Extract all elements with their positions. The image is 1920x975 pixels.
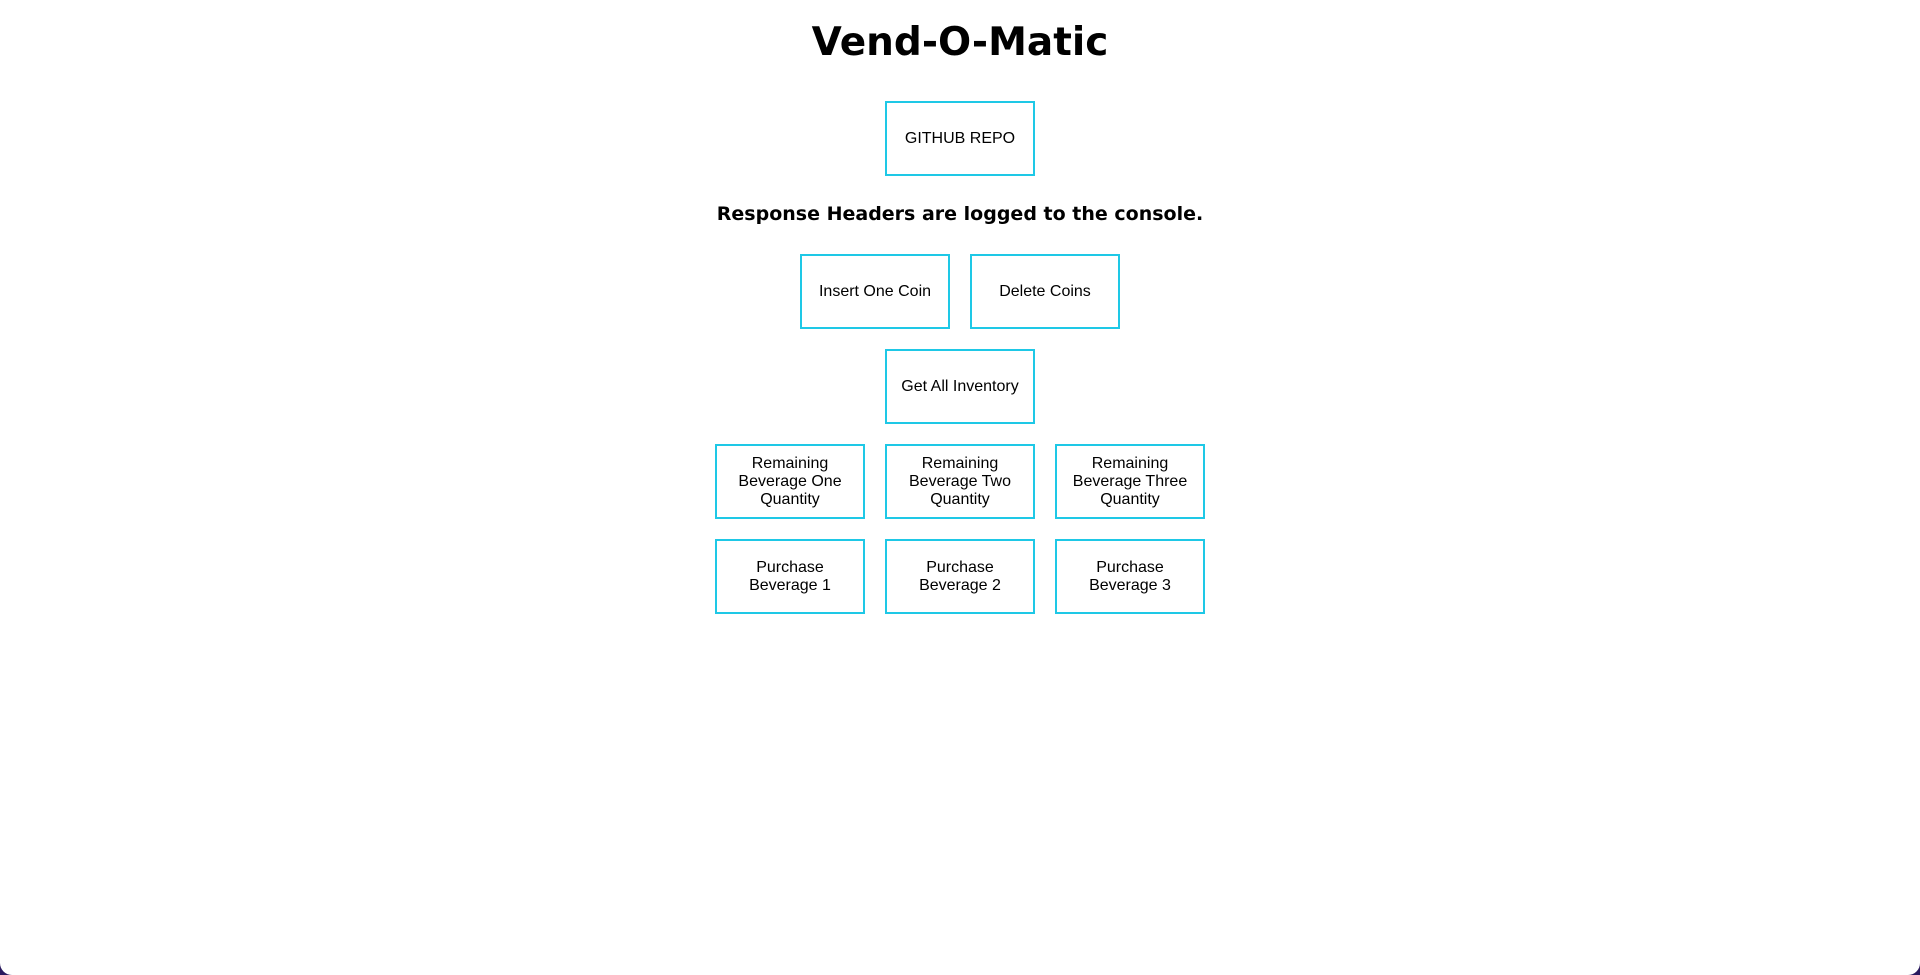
console-notice: Response Headers are logged to the conso… xyxy=(716,203,1204,225)
purchase-beverage-3-label: Purchase Beverage 3 xyxy=(1089,558,1171,594)
remaining-beverage-one-button[interactable]: Remaining Beverage One Quantity xyxy=(715,444,865,519)
remaining-beverage-three-label: Remaining Beverage Three Quantity xyxy=(1072,454,1188,508)
remaining-beverage-one-label: Remaining Beverage One Quantity xyxy=(738,454,842,508)
insert-coin-button[interactable]: Insert One Coin xyxy=(800,254,950,329)
remaining-beverage-two-button[interactable]: Remaining Beverage Two Quantity xyxy=(885,444,1035,519)
purchase-beverage-1-button[interactable]: Purchase Beverage 1 xyxy=(715,539,865,614)
remaining-beverage-two-label: Remaining Beverage Two Quantity xyxy=(909,454,1011,508)
get-all-inventory-label: Get All Inventory xyxy=(901,377,1019,395)
github-repo-button[interactable]: GITHUB REPO xyxy=(885,101,1035,176)
purchase-beverage-2-button[interactable]: Purchase Beverage 2 xyxy=(885,539,1035,614)
purchase-beverage-2-label: Purchase Beverage 2 xyxy=(919,558,1001,594)
github-repo-label: GITHUB REPO xyxy=(904,129,1016,147)
purchase-beverage-1-label: Purchase Beverage 1 xyxy=(749,558,831,594)
delete-coins-button[interactable]: Delete Coins xyxy=(970,254,1120,329)
insert-coin-label: Insert One Coin xyxy=(818,282,932,300)
page-title: Vend-O-Matic xyxy=(811,20,1109,65)
get-all-inventory-button[interactable]: Get All Inventory xyxy=(885,349,1035,424)
remaining-beverage-three-button[interactable]: Remaining Beverage Three Quantity xyxy=(1055,444,1205,519)
purchase-beverage-3-button[interactable]: Purchase Beverage 3 xyxy=(1055,539,1205,614)
delete-coins-label: Delete Coins xyxy=(999,282,1091,300)
